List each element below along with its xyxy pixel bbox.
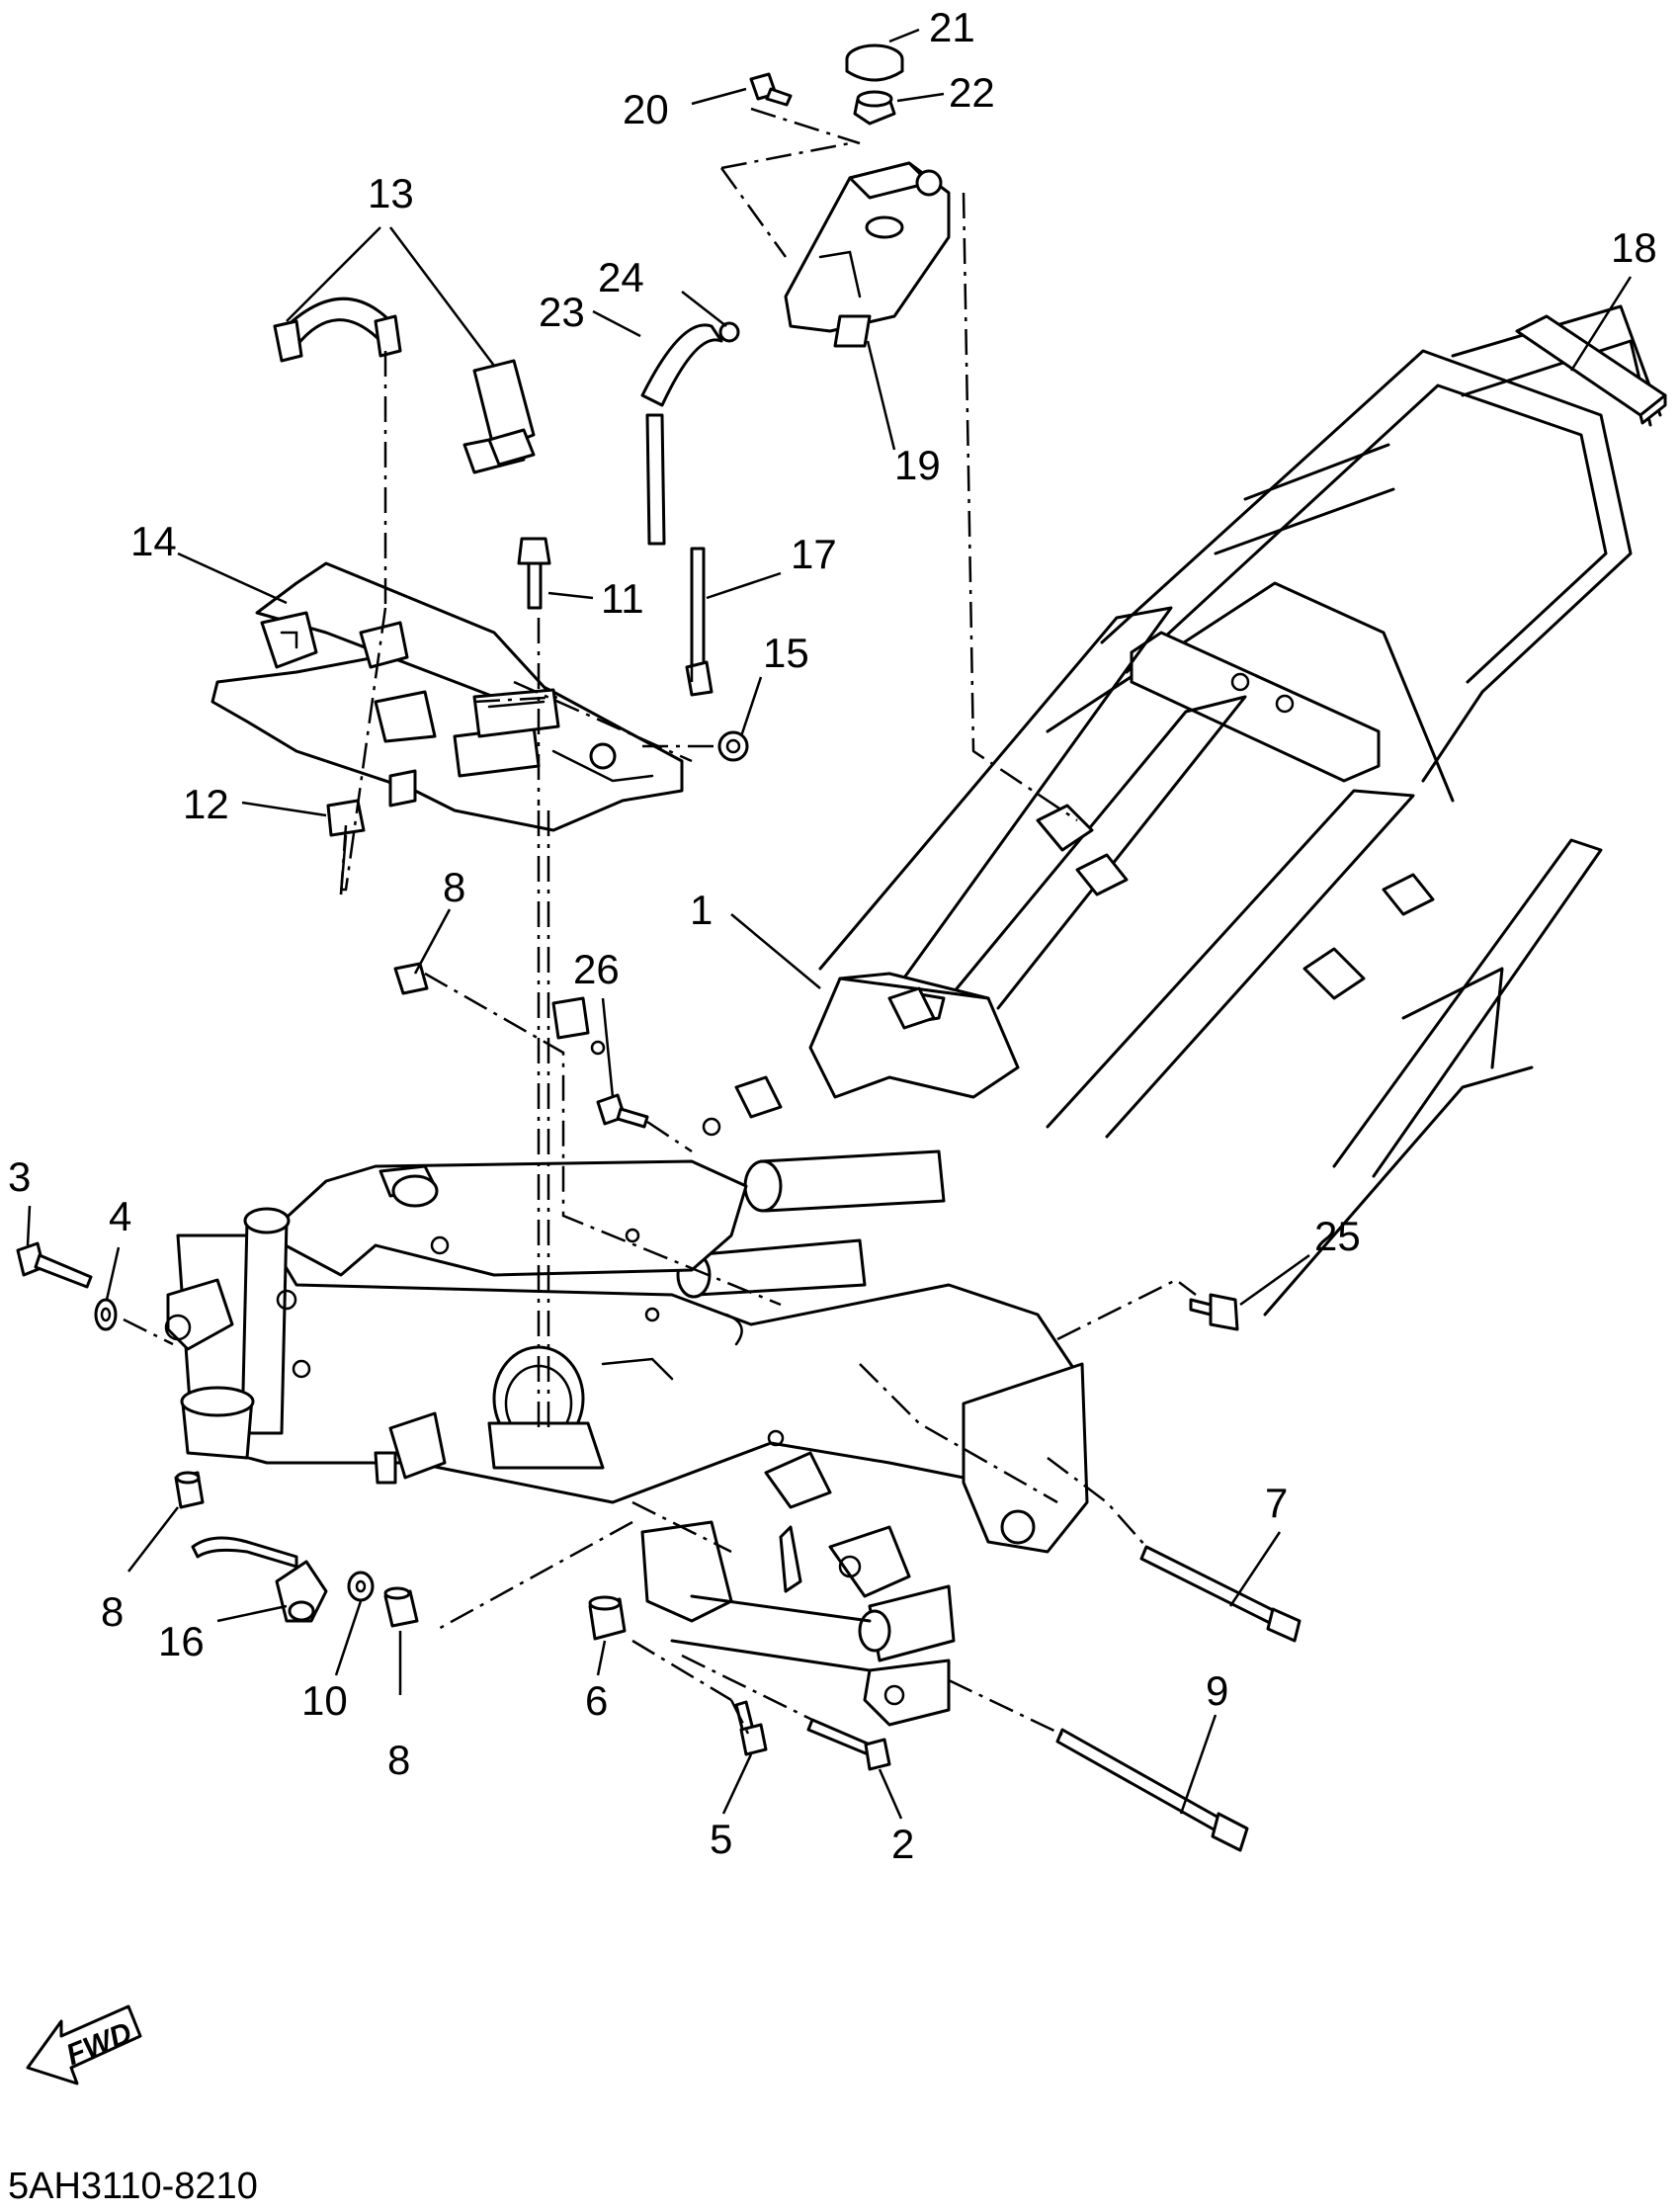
hose-clip: [718, 321, 740, 343]
nut-15: [717, 730, 749, 762]
callout-8-bottom: 8: [387, 1737, 410, 1783]
bolt-9: [1055, 1728, 1249, 1852]
callout-13: 13: [368, 170, 414, 216]
seat-damper: [1515, 314, 1667, 425]
callout-4: 4: [109, 1193, 131, 1239]
callout-17: 17: [791, 531, 837, 577]
collar-8-lower-left: [174, 1471, 205, 1509]
washer-10: [347, 1571, 375, 1602]
callout-25: 25: [1314, 1213, 1361, 1259]
reservoir-cap: [845, 43, 904, 82]
callout-26: 26: [573, 946, 620, 992]
callout-3: 3: [8, 1153, 31, 1200]
battery-holder: [210, 561, 684, 832]
callout-9: 9: [1206, 1667, 1228, 1714]
main-frame: [164, 304, 1662, 1727]
bolt-7: [1139, 1545, 1302, 1643]
bolt-26: [596, 1093, 649, 1129]
callout-23: 23: [539, 289, 585, 335]
callout-20: 20: [623, 86, 669, 132]
callout-5: 5: [710, 1816, 732, 1862]
collar-8-top: [393, 962, 429, 995]
callout-7: 7: [1265, 1480, 1288, 1526]
reservoir-tank: [784, 161, 951, 348]
callout-6: 6: [585, 1677, 608, 1724]
forward-direction-arrow: FWD: [26, 2004, 142, 2085]
callout-11: 11: [601, 575, 644, 622]
collar-8-lower: [383, 1586, 419, 1628]
collar-6: [588, 1595, 627, 1641]
bracket-16: [191, 1536, 328, 1623]
callout-8-top: 8: [443, 864, 465, 910]
callout-22: 22: [949, 69, 995, 116]
callout-10: 10: [301, 1677, 348, 1724]
washer-4: [94, 1298, 118, 1331]
bolt-5: [734, 1700, 768, 1756]
bolt-25: [1189, 1293, 1239, 1331]
callout-18: 18: [1611, 224, 1657, 271]
diagram-code: 5AH3110-8210: [8, 2166, 258, 2207]
bolt-2: [806, 1718, 891, 1771]
leader-lines: [26, 28, 1633, 1820]
callout-14: 14: [130, 518, 177, 564]
bolt-11: [517, 537, 551, 610]
battery-band-pair: [273, 297, 536, 474]
callout-2: 2: [891, 1821, 914, 1867]
assembly-lines: [123, 107, 1197, 1741]
cap-damper: [853, 90, 896, 126]
overflow-hose: [640, 323, 723, 546]
callout-24: 24: [598, 254, 644, 300]
callout-8-left: 8: [101, 1588, 124, 1635]
callout-12: 12: [183, 781, 229, 827]
callout-19: 19: [894, 442, 941, 488]
callout-1: 1: [690, 887, 713, 933]
callout-16: 16: [158, 1618, 205, 1664]
callout-15: 15: [763, 630, 809, 676]
damper-12: [326, 799, 366, 837]
bolt-3: [16, 1241, 93, 1289]
bolt-20: [749, 72, 793, 107]
callout-21: 21: [929, 4, 975, 50]
callout-labels: 1 2 3 4 5 6 7 8 8 8 9 10 11 12 13 14 15 …: [8, 4, 1657, 1867]
